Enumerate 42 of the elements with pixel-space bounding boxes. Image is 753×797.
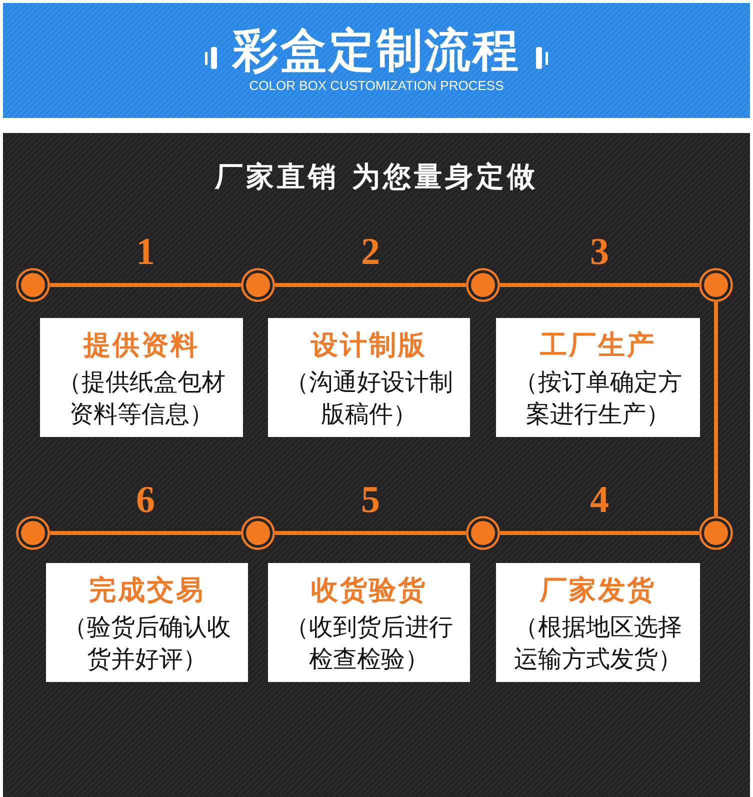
step-title: 完成交易 [89,574,205,608]
step-dot [699,516,733,550]
step-dot [16,516,50,550]
step-card [496,563,700,682]
step-dot [466,268,500,302]
step-description: （按订单确定方案进行生产） [513,367,683,430]
step-card [268,563,470,682]
connector-line [714,302,718,516]
connector-line [500,531,699,535]
step-dot [699,268,733,302]
step-title: 设计制版 [311,329,427,363]
subtitle: COLOR BOX CUSTOMIZATION PROCESS [249,78,504,93]
step-number: 4 [590,481,609,519]
step-dot [241,268,275,302]
connector-line [50,531,241,535]
connector-line [275,283,466,287]
step-title: 提供资料 [84,329,200,363]
step-number: 3 [590,233,609,271]
connector-line [275,531,466,535]
step-description: （验货后确认收货并好评） [62,612,232,675]
step-description: （根据地区选择运输方式发货） [513,612,683,675]
step-card [40,318,243,437]
step-number: 6 [136,481,155,519]
step-dot [466,516,500,550]
step-title: 工厂生产 [540,329,656,363]
connector-line [500,283,699,287]
step-title: 厂家发货 [540,574,656,608]
step-dot [16,268,50,302]
step-card [268,318,470,437]
slogan-heading: 厂家直销 为您量身定做 [215,161,538,193]
step-card [496,318,700,437]
step-number: 2 [361,233,380,271]
step-card [46,563,248,682]
step-description: （沟通好设计制版稿件） [284,367,454,430]
step-number: 5 [361,481,380,519]
connector-line [50,283,241,287]
step-description: （提供纸盒包材资料等信息） [56,367,226,430]
step-dot [241,516,275,550]
step-title: 收货验货 [311,574,427,608]
step-number: 1 [136,233,155,271]
title: 彩盒定制流程 [232,24,520,76]
step-description: （收到货后进行检查检验） [284,612,454,675]
